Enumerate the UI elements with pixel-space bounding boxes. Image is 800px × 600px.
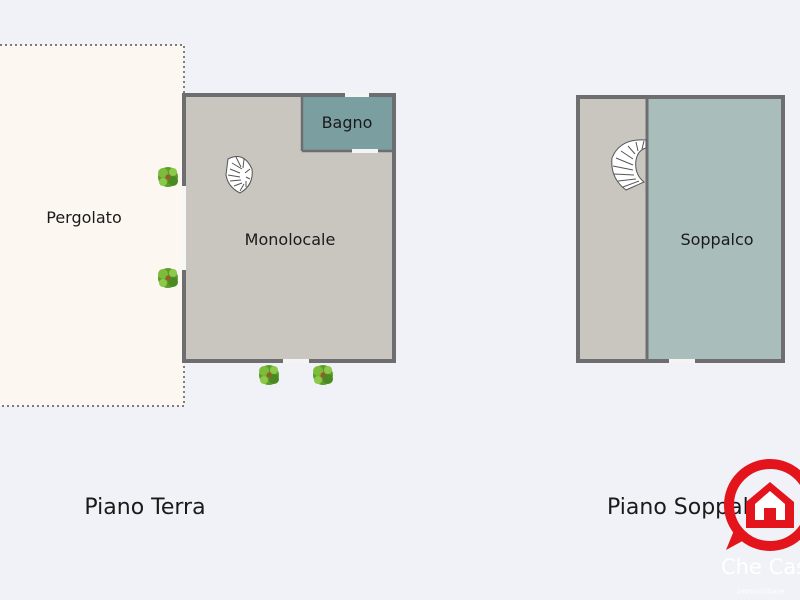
window-top-bath <box>345 93 369 97</box>
logo-name: Che Casa <box>721 555 800 579</box>
door-opening-left <box>182 186 186 270</box>
room-label-bagno: Bagno <box>322 113 373 132</box>
bagno-floor <box>302 97 392 150</box>
window-bottom <box>283 359 309 363</box>
stair-landing-floor <box>578 97 647 361</box>
soppalco-floor <box>647 97 784 361</box>
spiral-stair-ground-icon <box>225 156 253 194</box>
plant-icon <box>158 167 178 187</box>
floor-label-ground: Piano Terra <box>84 495 205 520</box>
bagno-walls <box>300 95 394 153</box>
spiral-stair-upper-icon <box>611 139 647 191</box>
pergolato-area <box>0 45 184 406</box>
room-label-monolocale: Monolocale <box>245 230 336 249</box>
bagno-door <box>352 149 378 153</box>
plant-icon <box>313 365 333 385</box>
room-label-pergolato: Pergolato <box>46 208 121 227</box>
logo-tagline: Immobiliare <box>737 587 785 596</box>
pergolato-outline <box>0 44 185 407</box>
che-casa-logo: Che Casa Immobiliare <box>721 459 800 596</box>
room-label-soppalco: Soppalco <box>680 230 753 249</box>
plant-icon <box>259 365 279 385</box>
plant-icon <box>158 268 178 288</box>
soppalco-opening <box>669 359 695 363</box>
